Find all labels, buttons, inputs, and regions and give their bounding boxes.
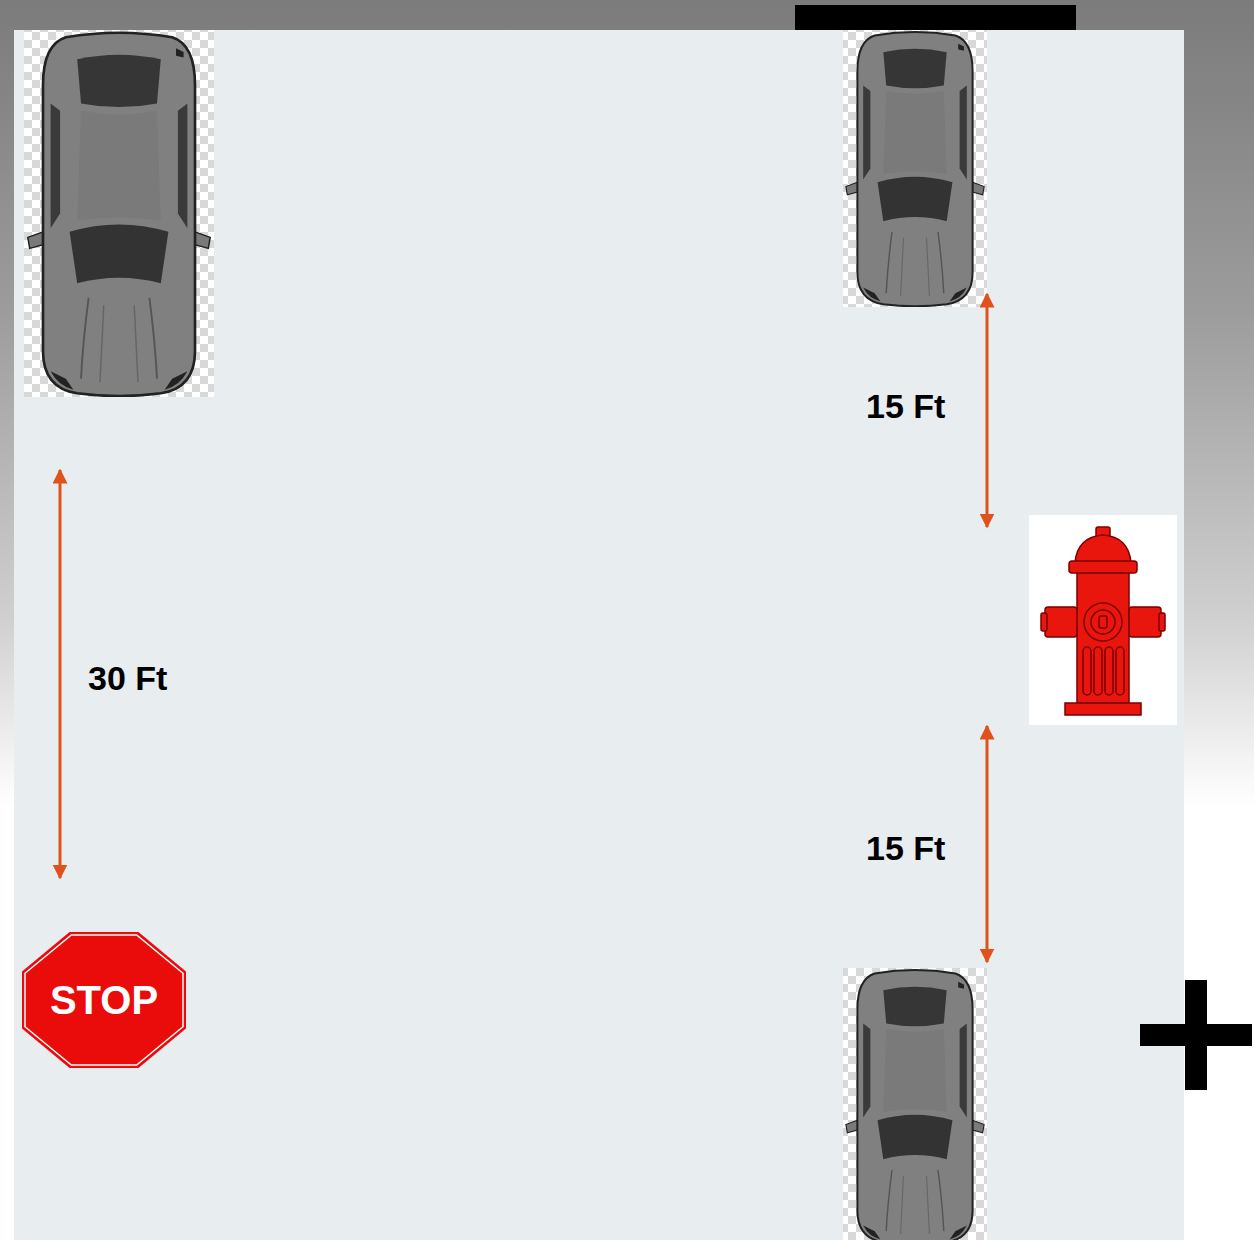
dimension-label: 15 Ft (866, 389, 945, 423)
curb-marker (795, 5, 1076, 30)
dimension-label: 15 Ft (866, 831, 945, 865)
road-surface (14, 30, 1184, 1240)
dimension-label: 30 Ft (88, 661, 167, 695)
hydrant-body (1077, 573, 1129, 703)
hydrant-rim (1069, 561, 1137, 573)
nozzle-cap (1041, 613, 1047, 631)
hydrant-port (1084, 603, 1122, 641)
dimension-arrow (59, 470, 62, 878)
dimension-arrow (986, 726, 989, 962)
hydrant-port-inner (1091, 610, 1115, 634)
parked-car (846, 970, 984, 1240)
plus-bar (1185, 980, 1207, 1090)
hydrant-bolt (1099, 616, 1107, 628)
sign-text: STOP (50, 978, 158, 1023)
hydrant-nozzle (1129, 607, 1161, 637)
hydrant-rib (1094, 647, 1102, 695)
image-backdrop (24, 30, 214, 397)
nozzle-cap (1159, 613, 1165, 631)
hydrant-backdrop (1029, 515, 1177, 725)
image-backdrop (843, 30, 987, 307)
fire-hydrant (1029, 515, 1177, 725)
parked-car (28, 33, 210, 396)
octagon-fill (22, 932, 186, 1068)
hydrant-rib (1116, 647, 1124, 695)
hydrant-dome (1075, 535, 1131, 563)
hydrant-base (1065, 703, 1141, 715)
hydrant-rib (1105, 647, 1113, 695)
plus-symbol (1140, 980, 1252, 1090)
parked-car (846, 32, 984, 306)
dimension-arrow (986, 294, 989, 527)
hydrant-rib (1083, 647, 1091, 695)
octagon-border (25, 935, 183, 1065)
hydrant-nozzle (1045, 607, 1077, 637)
stop-sign: STOP (22, 932, 186, 1068)
